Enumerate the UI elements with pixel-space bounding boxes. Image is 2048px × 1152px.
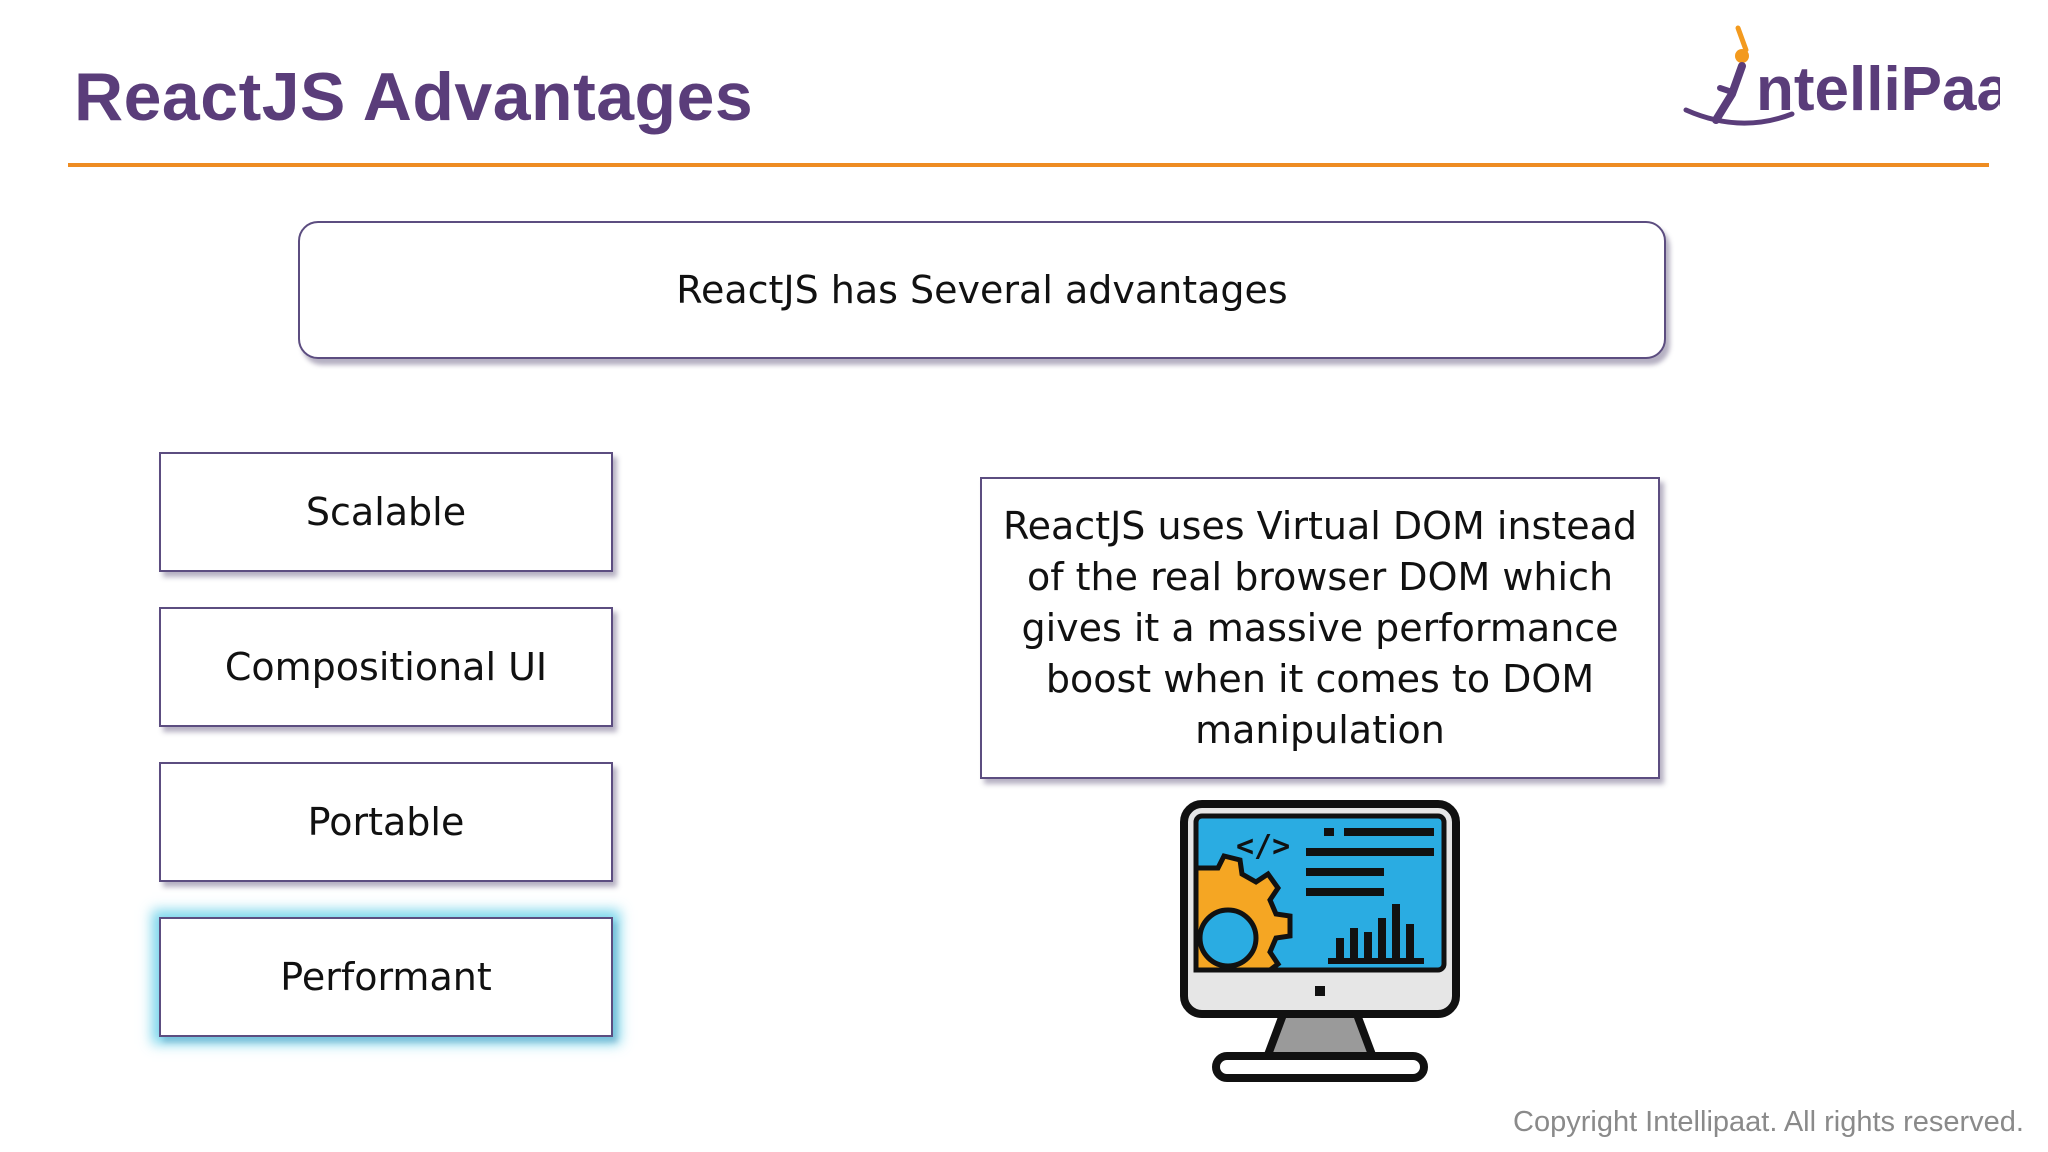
feature-box-scalable: Scalable [159, 452, 613, 572]
header-divider [68, 163, 1989, 167]
description-text: ReactJS uses Virtual DOM instead of the … [1002, 503, 1638, 752]
monitor-dashboard-gear-icon: </> [1178, 798, 1462, 1090]
slide-title: ReactJS Advantages [74, 59, 754, 135]
copyright-text: Copyright Intellipaat. All rights reserv… [1513, 1106, 2024, 1138]
logo-wordmark: ntelliPaat [1756, 55, 2000, 124]
intro-box: ReactJS has Several advantages [298, 221, 1666, 359]
intellipaat-logo: ntelliPaat [1680, 22, 2000, 140]
feature-box-portable: Portable [159, 762, 613, 882]
feature-box-performant: Performant [159, 917, 613, 1037]
svg-text:</>: </> [1236, 829, 1290, 864]
description-box: ReactJS uses Virtual DOM instead of the … [980, 477, 1660, 779]
feature-box-compositional-ui: Compositional UI [159, 607, 613, 727]
